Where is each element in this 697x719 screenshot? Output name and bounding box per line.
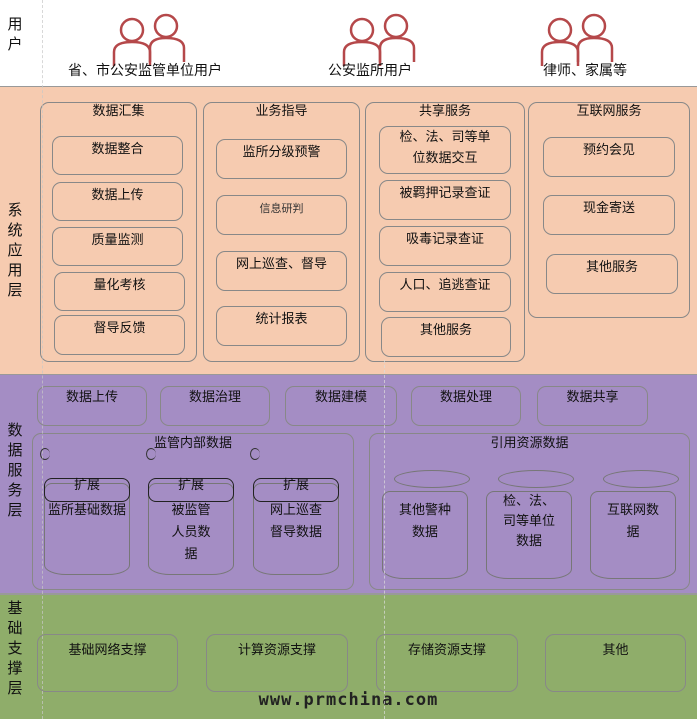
- app-layer-title: 系统应用层: [7, 201, 23, 299]
- db-cylinder[interactable]: 被监管人员数据: [148, 483, 234, 575]
- db-cylinder[interactable]: 互联网数据: [590, 491, 676, 579]
- user-icons: [112, 13, 614, 66]
- arc-icon: [146, 448, 156, 460]
- external-data-group: 引用资源数据: [369, 433, 690, 590]
- app-item[interactable]: 数据整合: [52, 136, 183, 175]
- db-cylinder[interactable]: 网上巡查督导数据: [253, 483, 339, 575]
- app-item[interactable]: 督导反馈: [54, 315, 185, 355]
- group-business-guidance: 业务指导: [203, 102, 360, 362]
- arc-icon: [250, 448, 260, 460]
- db-cylinder[interactable]: 检、法、司等单位数据: [486, 491, 572, 579]
- app-item[interactable]: 统计报表: [216, 306, 347, 346]
- base-item[interactable]: 其他: [545, 634, 686, 692]
- base-item[interactable]: 计算资源支撑: [206, 634, 348, 692]
- app-item[interactable]: 数据上传: [52, 182, 183, 221]
- guide-line: [384, 360, 385, 719]
- guide-line: [42, 0, 43, 719]
- user-group-icon: [342, 13, 416, 66]
- data-service[interactable]: 数据治理: [160, 386, 270, 426]
- watermark: www.prmchina.com: [258, 690, 439, 710]
- app-item[interactable]: 吸毒记录查证: [379, 226, 511, 266]
- app-item[interactable]: 信息研判: [216, 195, 347, 235]
- data-service[interactable]: 数据处理: [411, 386, 521, 426]
- group-title: 引用资源数据: [490, 436, 569, 451]
- base-item[interactable]: 存储资源支撑: [376, 634, 518, 692]
- group-title: 监管内部数据: [153, 436, 232, 451]
- app-item[interactable]: 人口、追逃查证: [379, 272, 511, 312]
- data-service[interactable]: 数据共享: [537, 386, 648, 426]
- extend-box[interactable]: 扩展: [44, 478, 130, 502]
- data-service[interactable]: 数据建模: [285, 386, 397, 426]
- app-item[interactable]: 其他服务: [546, 254, 678, 294]
- app-item[interactable]: 现金寄送: [543, 195, 675, 235]
- data-layer-title: 数据服务层: [7, 421, 23, 519]
- db-cylinder[interactable]: 监所基础数据: [44, 483, 130, 575]
- group-title: 共享服务: [418, 104, 471, 119]
- users-title: 用户: [7, 15, 23, 53]
- app-item[interactable]: 监所分级预警: [216, 139, 347, 179]
- app-item[interactable]: 其他服务: [381, 317, 511, 357]
- extend-box[interactable]: 扩展: [253, 478, 339, 502]
- group-data-collection: 数据汇集: [40, 102, 197, 362]
- user-label: 省、市公安监管单位用户: [68, 63, 222, 79]
- db-lid: [498, 470, 574, 488]
- user-label: 律师、家属等: [543, 63, 627, 79]
- app-item[interactable]: 预约会见: [543, 137, 675, 177]
- app-item[interactable]: 检、法、司等单位数据交互: [379, 126, 511, 174]
- db-lid: [394, 470, 470, 488]
- group-internet-services: 互联网服务: [528, 102, 690, 318]
- user-group-icon: [112, 13, 186, 66]
- db-lid: [603, 470, 679, 488]
- group-title: 业务指导: [255, 104, 308, 119]
- user-group-icon: [540, 13, 614, 66]
- group-shared-services: 共享服务: [365, 102, 525, 362]
- app-item[interactable]: 被羁押记录查证: [379, 180, 511, 220]
- app-item[interactable]: 质量监测: [52, 227, 183, 266]
- user-label: 公安监所用户: [328, 63, 412, 79]
- arc-icon: [40, 448, 50, 460]
- extend-box[interactable]: 扩展: [148, 478, 234, 502]
- data-service[interactable]: 数据上传: [37, 386, 147, 426]
- group-title: 数据汇集: [92, 104, 145, 119]
- app-item[interactable]: 网上巡查、督导: [216, 251, 347, 291]
- app-layer: [0, 86, 697, 374]
- base-item[interactable]: 基础网络支撑: [37, 634, 178, 692]
- app-item[interactable]: 量化考核: [54, 272, 185, 311]
- db-cylinder[interactable]: 其他警种数据: [382, 491, 468, 579]
- group-title: 互联网服务: [576, 104, 642, 119]
- base-layer-title: 基础支撑层: [7, 599, 23, 697]
- internal-data-group: 监管内部数据: [32, 433, 354, 590]
- base-layer: [0, 593, 697, 719]
